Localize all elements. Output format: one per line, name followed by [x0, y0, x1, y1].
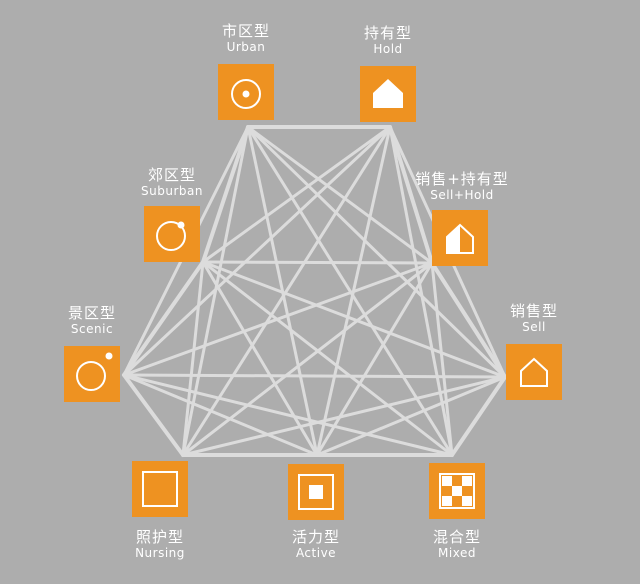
- label-hold-zh: 持有型: [363, 24, 412, 42]
- house-filled-icon: [373, 79, 403, 108]
- node-suburban: [144, 206, 200, 262]
- connection-line-31: [315, 375, 507, 457]
- label-sellhold-zh: 销售+持有型: [415, 170, 509, 188]
- label-sell-en: Sell: [522, 320, 546, 334]
- label-scenic: 景区型 Scenic: [22, 304, 162, 337]
- node-sell: [506, 344, 562, 400]
- node-active: [288, 464, 344, 520]
- square-outline-icon: [142, 471, 178, 507]
- circle-dot-icon: [231, 79, 261, 109]
- connection-line-22: [430, 261, 507, 379]
- label-scenic-zh: 景区型: [67, 304, 116, 322]
- connection-line-12: [181, 125, 392, 457]
- connection-line-30: [181, 375, 507, 457]
- label-mixed-en: Mixed: [438, 546, 476, 560]
- connection-line-8: [201, 125, 392, 264]
- connection-line-26: [122, 373, 507, 379]
- connection-line-29: [122, 373, 454, 457]
- connection-line-32: [450, 375, 507, 457]
- connection-line-15: [201, 260, 434, 265]
- connection-line-18: [181, 260, 205, 457]
- label-active-zh: 活力型: [291, 528, 340, 546]
- connection-line-1: [201, 125, 250, 264]
- node-hold: [360, 66, 416, 122]
- connection-line-25: [430, 261, 454, 457]
- node-urban: [218, 64, 274, 120]
- connection-line-21: [122, 261, 434, 377]
- node-nursing: [132, 461, 188, 517]
- label-sellhold: 销售+持有型 Sell+Hold: [392, 170, 532, 203]
- node-scenic: [64, 346, 120, 402]
- circle-satellite-icon: [156, 221, 186, 251]
- connection-line-17: [201, 260, 507, 379]
- circle-satellite-icon: [76, 352, 113, 391]
- label-hold: 持有型 Hold: [318, 24, 458, 57]
- label-nursing-en: Nursing: [135, 546, 185, 560]
- label-mixed-zh: 混合型: [432, 528, 481, 546]
- label-active-en: Active: [295, 546, 337, 560]
- checker-icon: [439, 473, 475, 509]
- label-sellhold-en: Sell+Hold: [430, 188, 494, 202]
- connection-line-14: [388, 125, 454, 457]
- connection-line-4: [246, 125, 507, 379]
- house-half-icon: [446, 223, 474, 254]
- label-suburban: 郊区型 Suburban: [102, 166, 242, 199]
- square-nested-icon: [298, 474, 334, 510]
- connection-line-20: [201, 260, 454, 457]
- label-hold-en: Hold: [373, 42, 403, 56]
- label-nursing: 照护型 Nursing: [90, 528, 230, 561]
- label-active: 活力型 Active: [246, 528, 386, 561]
- label-suburban-en: Suburban: [141, 184, 203, 198]
- connection-line-27: [122, 373, 185, 457]
- label-urban-zh: 市区型: [221, 22, 270, 40]
- node-mixed: [429, 463, 485, 519]
- label-sell: 销售型 Sell: [464, 302, 604, 335]
- connection-line-24: [315, 261, 434, 457]
- connection-line-7: [246, 125, 454, 457]
- label-sell-zh: 销售型: [509, 302, 558, 320]
- label-mixed: 混合型 Mixed: [387, 528, 527, 561]
- connection-line-10: [122, 125, 392, 377]
- label-nursing-zh: 照护型: [135, 528, 184, 546]
- label-urban: 市区型 Urban: [176, 22, 316, 55]
- connection-line-9: [388, 125, 434, 265]
- label-suburban-zh: 郊区型: [147, 166, 196, 184]
- connection-line-28: [122, 373, 319, 457]
- connection-line-19: [201, 260, 319, 457]
- house-outline-icon: [520, 357, 548, 387]
- label-scenic-en: Scenic: [70, 322, 114, 336]
- connection-line-23: [181, 261, 434, 457]
- label-urban-en: Urban: [226, 40, 266, 54]
- connection-line-2: [246, 125, 434, 265]
- node-sellhold: [432, 210, 488, 266]
- connection-line-16: [122, 260, 205, 377]
